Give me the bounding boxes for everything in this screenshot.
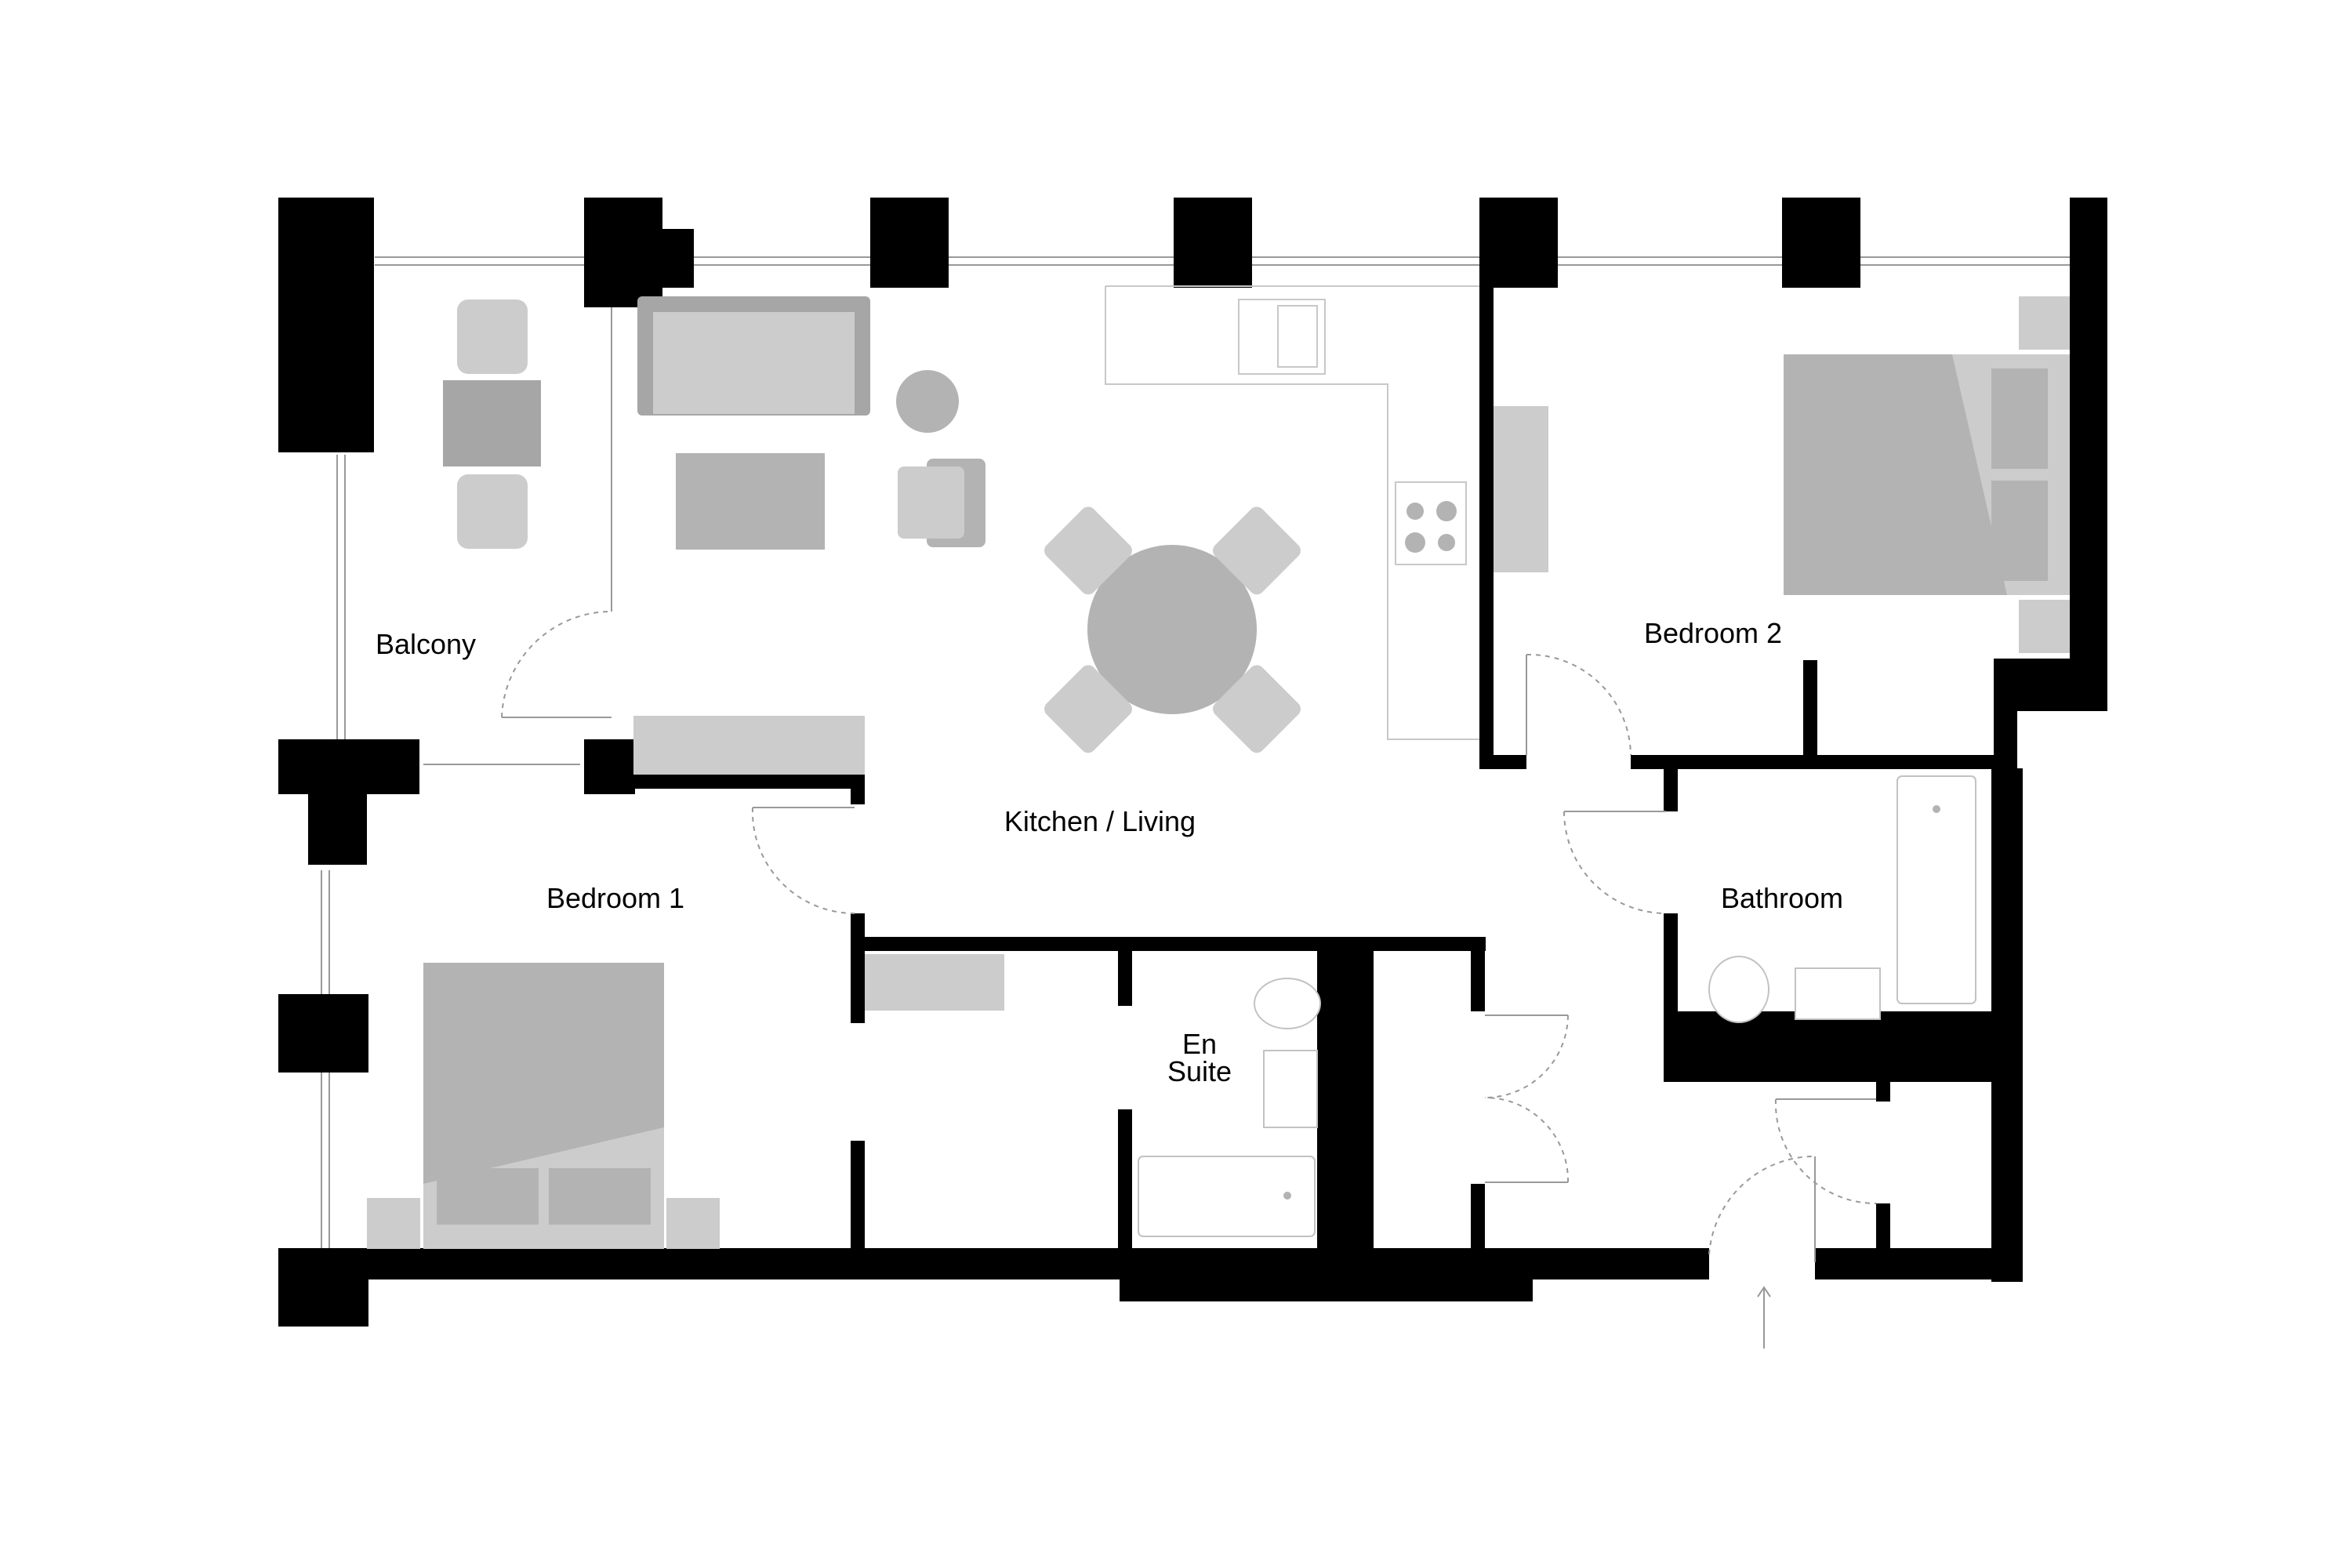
bath-drain <box>1933 805 1940 813</box>
tv-unit <box>633 716 865 775</box>
bath-drain <box>1283 1192 1291 1200</box>
balcony-chair <box>457 299 528 374</box>
wall-column <box>308 794 367 865</box>
wall-bedroom2-right <box>2003 659 2107 711</box>
wall-column <box>584 198 662 307</box>
pillow <box>549 1168 651 1225</box>
pillow <box>437 1168 539 1225</box>
entrance-arrow-icon <box>1757 1286 1771 1348</box>
sink-drainer <box>1277 305 1318 368</box>
bedroom2-furniture <box>1494 296 2070 653</box>
wardrobe <box>1494 406 1548 572</box>
dining-chair <box>1213 506 1301 595</box>
pillow <box>1991 368 2048 469</box>
wall-bedroom1-right <box>851 1141 865 1262</box>
wall-column <box>278 994 368 1073</box>
toilet <box>1254 978 1321 1029</box>
wall-ensuite-top <box>851 937 1486 951</box>
living-furniture <box>633 296 985 775</box>
bedroom1-furniture <box>367 954 1004 1249</box>
balcony-chair <box>457 474 528 549</box>
room-label-bedroom-1: Bedroom 1 <box>546 882 684 914</box>
bedside-table <box>666 1198 720 1249</box>
wall-bathroom-left <box>1664 768 1678 811</box>
bedside-table <box>367 1198 420 1249</box>
coffee-table <box>676 453 825 550</box>
hob <box>1395 481 1467 565</box>
wall-ensuite-left <box>1118 1109 1132 1266</box>
wall-column <box>662 229 694 288</box>
wall-cupboard <box>1471 937 1485 1011</box>
wall-bedroom2-bottom-left <box>1479 755 1526 769</box>
wall-bottom <box>1815 1248 2023 1279</box>
wall-riser <box>1317 937 1374 1286</box>
wardrobe <box>865 954 1004 1011</box>
sofa-cushion <box>653 312 855 414</box>
room-label-en-suite: En <box>1182 1028 1217 1060</box>
room-label-bathroom: Bathroom <box>1721 882 1843 914</box>
bath <box>1138 1156 1316 1237</box>
toilet <box>1708 956 1769 1023</box>
dining-chair <box>1044 665 1132 753</box>
wall-ensuite-top <box>1118 937 1132 1006</box>
hob-ring <box>1436 501 1457 521</box>
walls <box>278 198 2107 1327</box>
wall-column <box>870 198 949 288</box>
dining-table <box>1087 545 1257 714</box>
wall-bedroom2-left <box>1479 267 1494 768</box>
wall-column <box>1782 198 1860 288</box>
basin <box>1263 1050 1318 1128</box>
basin <box>1795 967 1881 1020</box>
pillow <box>1991 481 2048 581</box>
wall-bedroom1-top <box>851 775 865 804</box>
balcony-furniture <box>443 299 541 549</box>
kitchen-counter <box>1105 285 1479 740</box>
wall-column <box>278 1248 368 1327</box>
room-label-en-suite: Suite <box>1167 1055 1232 1087</box>
wall-bathroom-bottom <box>1664 1011 1993 1082</box>
doors <box>501 611 1877 1262</box>
hob-ring <box>1406 503 1424 520</box>
bedside-table <box>2019 296 2070 350</box>
side-table <box>896 370 959 433</box>
bedside-table <box>2019 600 2070 653</box>
wall-bottom <box>1120 1270 1533 1301</box>
wall-column <box>278 198 374 452</box>
wall-bedroom1-right <box>851 913 865 1023</box>
wall-wardrobe <box>1803 660 1817 768</box>
wall-column <box>278 739 419 794</box>
balcony-table <box>443 380 541 466</box>
wall-column <box>584 739 635 794</box>
room-label-balcony: Balcony <box>376 628 476 660</box>
wall-storage <box>1876 1078 1890 1102</box>
room-labels: Balcony Kitchen / Living Bedroom 1 Bedro… <box>376 617 1843 1087</box>
dining-chair <box>1213 665 1301 753</box>
room-label-kitchen-living: Kitchen / Living <box>1004 805 1196 837</box>
wall-bathroom-top <box>1631 755 2015 769</box>
bath <box>1896 775 1976 1004</box>
room-label-bedroom-2: Bedroom 2 <box>1644 617 1782 649</box>
wall-right <box>1991 768 2023 1282</box>
dining-set <box>1044 506 1301 753</box>
dining-chair <box>1044 506 1132 595</box>
ensuite-fixtures <box>1138 978 1321 1237</box>
wall-column <box>1174 198 1252 288</box>
hob-ring <box>1405 532 1425 553</box>
bathroom-fixtures <box>1708 775 1976 1023</box>
armchair-seat <box>898 466 964 539</box>
wall-column <box>2070 198 2107 711</box>
sink <box>1238 299 1326 375</box>
wall-bedroom1-top <box>635 775 864 789</box>
hob-ring <box>1438 534 1455 551</box>
